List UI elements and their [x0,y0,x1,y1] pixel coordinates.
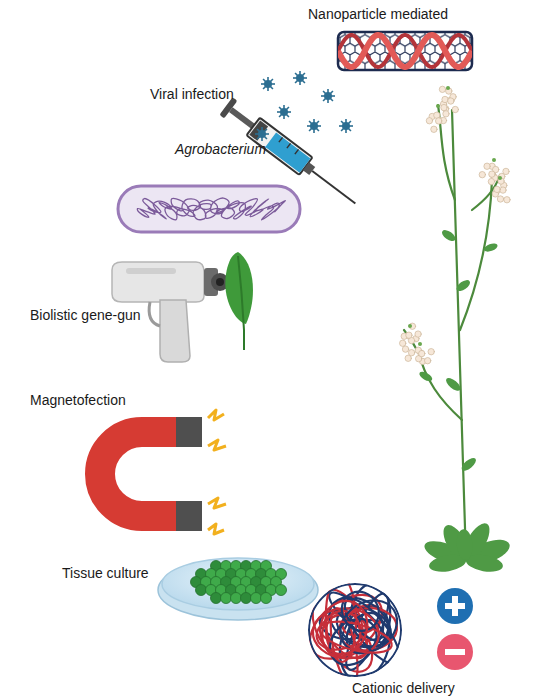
positive-charge [437,588,473,624]
magnet [100,410,226,534]
leaf [225,252,253,350]
method-label: Cationic delivery [352,680,455,697]
method-label: Viral infection [150,86,234,103]
virus-particles [255,71,353,141]
method-label: Magnetofection [30,392,126,409]
polymer-ball [298,576,408,687]
method-label: Nanoparticle mediated [308,6,448,23]
bacterium [118,186,300,232]
petri-dish [158,558,318,620]
negative-charge [437,634,473,670]
method-label: Biolistic gene-gun [30,307,141,324]
method-label: Tissue culture [62,565,149,582]
method-label: Agrobacterium [175,141,266,158]
plant [400,86,513,574]
nanotube [338,32,472,70]
